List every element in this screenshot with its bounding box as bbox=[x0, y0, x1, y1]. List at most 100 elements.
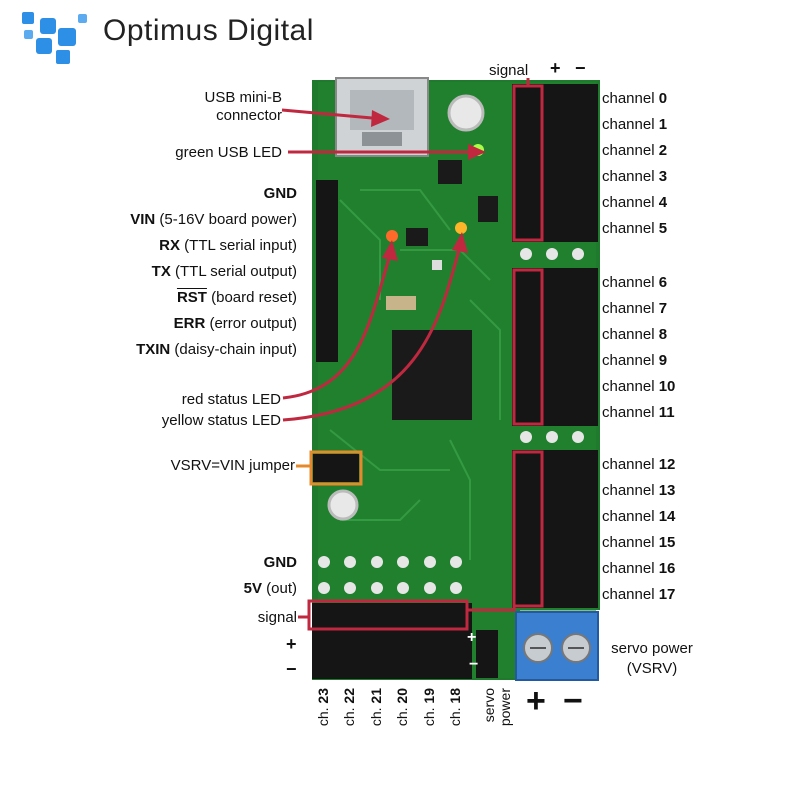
channel-label-number: 2 bbox=[658, 142, 668, 159]
channel-label: channel 13 bbox=[602, 482, 675, 499]
channel-label: channel 1 bbox=[602, 116, 667, 133]
channel-label-prefix: channel bbox=[602, 482, 659, 499]
channel-label-prefix: channel bbox=[602, 142, 659, 159]
channel-label-number: 12 bbox=[658, 456, 676, 473]
bottom-channel-label: ch. 19 bbox=[421, 688, 437, 727]
channel-label-number: 8 bbox=[658, 326, 668, 343]
optimus-logo-icon bbox=[22, 12, 87, 64]
channel-label-prefix: channel bbox=[602, 586, 659, 603]
bottom-channel-label-number: 23 bbox=[315, 688, 331, 704]
servo-minus-label: − bbox=[563, 682, 583, 720]
channel-label-prefix: channel bbox=[602, 300, 659, 317]
bottom-channel-label-prefix: ch. bbox=[341, 703, 357, 727]
channel-label-number: 14 bbox=[658, 508, 676, 525]
channel-label: channel 17 bbox=[602, 586, 675, 603]
channel-label-prefix: channel bbox=[602, 194, 659, 211]
bottom-channel-label-prefix: ch. bbox=[447, 703, 463, 727]
channel-label: channel 16 bbox=[602, 560, 675, 577]
channel-label: channel 10 bbox=[602, 378, 675, 395]
channel-label-prefix: channel bbox=[602, 116, 659, 133]
channel-label-prefix: channel bbox=[602, 534, 659, 551]
servo-power-vertical-label-2: power bbox=[497, 688, 513, 727]
channel-label-prefix: channel bbox=[602, 326, 659, 343]
brand-name: Optimus Digital bbox=[103, 14, 314, 47]
channel-label-prefix: channel bbox=[602, 274, 659, 291]
signal-left-label: signal bbox=[257, 609, 297, 626]
channel-label: channel 8 bbox=[602, 326, 667, 343]
channel-label-number: 1 bbox=[658, 116, 668, 133]
bottom-channel-label-number: 18 bbox=[447, 688, 463, 704]
channel-label-number: 10 bbox=[658, 378, 676, 395]
bottom-channel-label-number: 19 bbox=[421, 688, 437, 704]
bottom-channel-label: ch. 22 bbox=[341, 688, 357, 727]
channel-label: channel 3 bbox=[602, 168, 667, 185]
bottom-channel-label-number: 20 bbox=[394, 688, 410, 704]
gnd-label: GND bbox=[263, 185, 297, 202]
bottom-channel-label-number: 22 bbox=[341, 688, 357, 704]
channel-label: channel 2 bbox=[602, 142, 667, 159]
channel-label: channel 7 bbox=[602, 300, 667, 317]
usb-label-line1: USB mini-B bbox=[204, 89, 282, 106]
bottom-channel-label-prefix: ch. bbox=[421, 703, 437, 727]
bottom-channel-label: ch. 23 bbox=[315, 688, 331, 727]
channel-label-number: 13 bbox=[658, 482, 676, 499]
channel-label: channel 12 bbox=[602, 456, 675, 473]
bottom-channel-label-prefix: ch. bbox=[368, 703, 384, 727]
txin-label: TXIN (daisy-chain input) bbox=[136, 341, 297, 358]
channel-label: channel 6 bbox=[602, 274, 667, 291]
channel-label-prefix: channel bbox=[602, 456, 659, 473]
channel-label: channel 15 bbox=[602, 534, 675, 551]
servo-power-label-line1: servo power bbox=[611, 640, 693, 657]
rst-label: RST (board reset) bbox=[176, 289, 297, 306]
channel-label-number: 6 bbox=[658, 274, 668, 291]
channel-label: channel 4 bbox=[602, 194, 667, 211]
bottom-channel-label: ch. 21 bbox=[368, 688, 384, 727]
channel-label-number: 9 bbox=[658, 352, 668, 369]
usb-label-line2: connector bbox=[216, 107, 282, 124]
channel-label: channel 9 bbox=[602, 352, 667, 369]
header-plus-label: + bbox=[550, 58, 561, 78]
bottom-channel-label-prefix: ch. bbox=[394, 703, 410, 727]
board-minus-mark: − bbox=[469, 656, 479, 673]
channel-label-number: 17 bbox=[658, 586, 676, 603]
channel-label-prefix: channel bbox=[602, 352, 659, 369]
channel-label-number: 11 bbox=[658, 404, 675, 421]
header-minus-label: − bbox=[575, 58, 586, 78]
vin-label: VIN (5-16V board power) bbox=[130, 211, 297, 228]
channel-label-prefix: channel bbox=[602, 508, 659, 525]
servo-power-vertical-label-1: servo bbox=[481, 688, 497, 723]
channel-label: channel 5 bbox=[602, 220, 667, 237]
channel-label-number: 3 bbox=[658, 168, 668, 185]
channel-label: channel 14 bbox=[602, 508, 675, 525]
bottom-channel-label-prefix: ch. bbox=[315, 703, 331, 727]
channel-label-prefix: channel bbox=[602, 220, 659, 237]
channel-label-number: 5 bbox=[658, 220, 668, 237]
channel-label-prefix: channel bbox=[602, 168, 659, 185]
channel-label-number: 15 bbox=[658, 534, 676, 551]
channel-label-number: 4 bbox=[658, 194, 668, 211]
header-signal-label: signal bbox=[489, 62, 529, 79]
servo-plus-label: + bbox=[526, 682, 546, 720]
jumper-label: VSRV=VIN jumper bbox=[170, 457, 295, 474]
channel-label: channel 11 bbox=[602, 404, 675, 421]
channel-label-number: 0 bbox=[658, 90, 668, 107]
channel-label-prefix: channel bbox=[602, 90, 659, 107]
channel-label-number: 16 bbox=[658, 560, 676, 577]
rx-label: RX (TTL serial input) bbox=[159, 237, 297, 254]
green-led-label: green USB LED bbox=[175, 144, 282, 161]
channel-label: channel 0 bbox=[602, 90, 667, 107]
bottom-channel-label: ch. 20 bbox=[394, 688, 410, 727]
channel-label-prefix: channel bbox=[602, 404, 659, 421]
channel-label-number: 7 bbox=[658, 300, 668, 317]
five-volt-label: 5V (out) bbox=[243, 580, 297, 597]
servo-power-label-line2: (VSRV) bbox=[626, 660, 678, 677]
plus-left-label: + bbox=[286, 634, 297, 654]
bottom-channel-label: ch. 18 bbox=[447, 688, 463, 727]
channel-label-prefix: channel bbox=[602, 560, 659, 577]
red-led-label: red status LED bbox=[181, 391, 281, 408]
board-plus-mark: + bbox=[467, 629, 477, 646]
bottom-channel-label-number: 21 bbox=[368, 688, 384, 704]
yellow-led-label: yellow status LED bbox=[161, 412, 281, 429]
minus-left-label: − bbox=[286, 659, 297, 679]
